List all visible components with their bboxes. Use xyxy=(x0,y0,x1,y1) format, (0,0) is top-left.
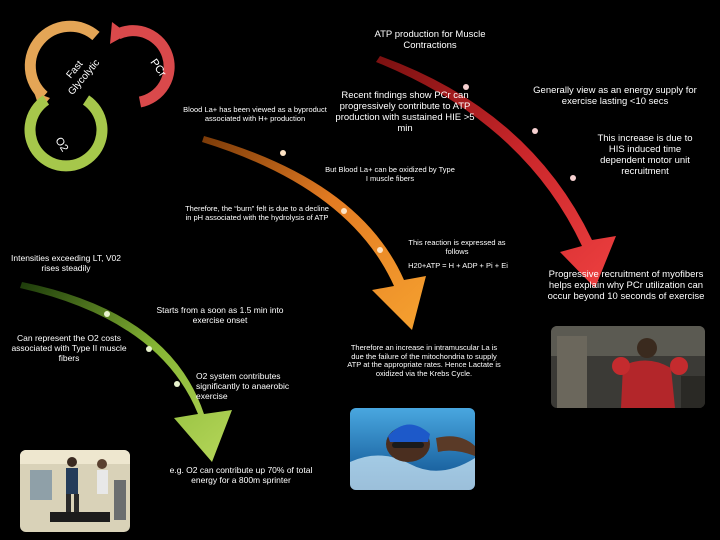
pcr-increase-text: This increase is due to HIS induced time… xyxy=(597,133,693,177)
pcr-recruitment-text: Progressive recruitment of myofibers hel… xyxy=(547,269,705,302)
swimmer-photo xyxy=(350,408,475,490)
o2-point-3 xyxy=(174,381,180,387)
pcr-point-1 xyxy=(463,84,469,90)
o2-ring xyxy=(24,95,108,172)
o2-represent-text: Can represent the O2 costs associated wi… xyxy=(11,333,127,363)
atp-production-title: ATP production for Muscle Contractions xyxy=(374,29,486,51)
o2-intensities-text: Intensities exceeding LT, V02 rises stea… xyxy=(11,253,121,273)
glycolytic-point-1 xyxy=(280,150,286,156)
boxing-photo xyxy=(551,326,705,408)
o2-point-2 xyxy=(146,346,152,352)
o2-starts-text: Starts from a soon as 1.5 min into exerc… xyxy=(156,305,284,325)
pcr-arrow xyxy=(376,56,616,288)
cycle-diagram xyxy=(24,20,175,172)
intramuscular-la-text: Therefore an increase in intramuscular L… xyxy=(347,343,501,378)
treadmill-photo xyxy=(20,450,130,532)
o2-label: O2 xyxy=(52,135,70,154)
pcr-findings-text: Recent findings show PCr can progressive… xyxy=(335,90,475,134)
la-byproduct-text: Blood La+ has been viewed as a byproduct… xyxy=(183,105,327,123)
pcr-point-3 xyxy=(570,175,576,181)
o2-contributes-text: O2 system contributes significantly to a… xyxy=(196,371,290,401)
o2-sprinter-text: e.g. O2 can contribute up 70% of total e… xyxy=(169,465,313,485)
pcr-point-2 xyxy=(532,128,538,134)
o2-arrow xyxy=(20,282,232,462)
pcr-energy-supply-text: Generally view as an energy supply for e… xyxy=(533,85,697,107)
o2-point-1 xyxy=(104,311,110,317)
burn-text: Therefore, the “burn” felt is due to a d… xyxy=(185,204,329,222)
pcr-ring xyxy=(110,22,175,108)
glycolytic-point-3 xyxy=(377,247,383,253)
glycolytic-arrow xyxy=(202,136,426,330)
glycolytic-point-2 xyxy=(341,208,347,214)
reaction-equation: H20+ATP = H + ADP + Pi + Ei xyxy=(408,261,508,270)
la-oxidized-text: But Blood La+ can be oxidized by Type I … xyxy=(325,165,455,183)
reaction-text: This reaction is expressed as follows xyxy=(408,238,506,256)
